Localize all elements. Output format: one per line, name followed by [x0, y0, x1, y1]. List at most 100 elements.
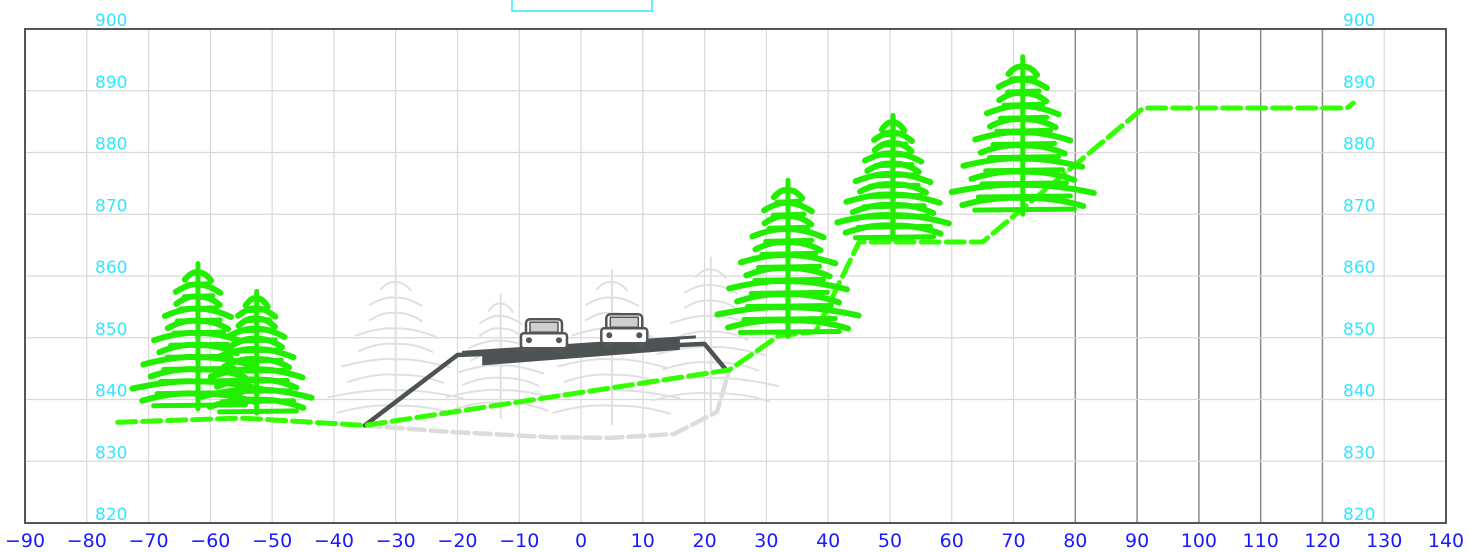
x-tick-label: 130 [1366, 530, 1402, 552]
grid [25, 29, 1446, 523]
tree-branch [557, 358, 667, 369]
tree-branch [972, 129, 1074, 144]
tree-branch [843, 191, 943, 206]
cars [519, 312, 649, 354]
tree-branch [198, 386, 315, 401]
tree-branch [972, 206, 1077, 213]
tree-branch [734, 291, 842, 306]
car-1 [600, 312, 649, 349]
tree-branch [761, 212, 815, 228]
tree-branch [752, 239, 824, 254]
tree-branch [983, 102, 1062, 118]
tree-branch [684, 299, 738, 310]
tree-branch [743, 265, 833, 280]
tree-branch [864, 160, 922, 175]
x-tick-label: 0 [575, 530, 587, 552]
y-tick-label-right: 890 [1343, 73, 1375, 93]
tree-branch [129, 378, 267, 393]
tree-branch [857, 181, 929, 196]
tree-3 [834, 112, 952, 242]
tree-branch [151, 402, 248, 409]
tree-branch [242, 295, 271, 310]
tree-branch [221, 356, 293, 371]
x-tick-label: 60 [940, 530, 964, 552]
x-tick-label: 10 [631, 530, 655, 552]
car-headlight [606, 332, 613, 339]
y-tick-label-right: 900 [1343, 11, 1375, 31]
car-headlight [525, 337, 532, 344]
tree-branch [852, 170, 934, 186]
tree-branch [737, 252, 839, 267]
car-wheel [556, 347, 564, 354]
tree-branch [995, 76, 1050, 91]
tree-branch [563, 373, 661, 384]
tree-branch [871, 129, 915, 144]
tree-branch [761, 199, 815, 215]
x-tick-label: −30 [376, 530, 416, 552]
y-tick-label-left: 890 [95, 73, 127, 93]
tree-branch [461, 376, 540, 387]
car-windshield [529, 321, 559, 333]
car-body [600, 326, 649, 345]
x-tick-label: −10 [499, 530, 539, 552]
y-tick-label-left: 830 [95, 443, 127, 463]
pavement-top-line [462, 335, 696, 354]
tree-branch [770, 186, 806, 202]
header-box [511, 0, 653, 12]
tree-branch [714, 304, 862, 319]
tree-branch [849, 201, 937, 217]
tree-branch [726, 278, 850, 293]
tree-branch [725, 317, 851, 332]
tree-branch [968, 168, 1078, 183]
x-tick-label: 110 [1243, 530, 1279, 552]
car-headlight [555, 337, 562, 344]
tree-branch [214, 376, 300, 391]
tree-2 [714, 177, 862, 340]
tree-branch [749, 226, 827, 241]
tree-branch [834, 212, 952, 227]
tree-branch [235, 315, 278, 330]
ground-behind-layer [362, 367, 732, 441]
x-tick-label: 50 [878, 530, 902, 552]
tree-branch [552, 404, 672, 415]
tree-branch [216, 345, 297, 361]
x-tick-label: 90 [1125, 530, 1149, 552]
tree-branch [181, 269, 215, 284]
tree-branch [164, 317, 232, 333]
tree-branch [852, 234, 936, 241]
tree-branch [228, 335, 285, 351]
tree-branch [173, 293, 223, 308]
tree-branch [358, 342, 434, 353]
y-tick-label-right: 880 [1343, 135, 1375, 155]
car-body [519, 331, 569, 350]
y-tick-label-left: 900 [95, 11, 127, 31]
y-tick-label-right: 870 [1343, 196, 1375, 216]
x-tick-label: 20 [693, 530, 717, 552]
tree-branch [379, 280, 412, 292]
tree-branch [960, 155, 1086, 170]
tree-branch [842, 222, 944, 237]
x-tick-label: 100 [1181, 530, 1217, 552]
x-tick-label: −40 [314, 530, 354, 552]
car-headlight [636, 332, 643, 339]
y-tick-label-left: 840 [95, 382, 127, 402]
tree-branch [959, 194, 1087, 210]
car-wheel [523, 347, 531, 354]
tree-branch [948, 181, 1097, 196]
tree-branch [226, 325, 288, 340]
pavement-slab [482, 337, 680, 366]
y-tick-label-right: 850 [1343, 320, 1375, 340]
x-tick-label: −90 [5, 530, 45, 552]
y-tick-label-left: 880 [95, 135, 127, 155]
tree-branch [479, 327, 523, 338]
tree-branch [368, 296, 423, 307]
tree-branch [235, 305, 279, 320]
tree-branch [354, 327, 437, 338]
tree-branch [217, 408, 299, 415]
tree-branch [662, 361, 760, 372]
tree-branch [161, 305, 234, 320]
x-tick-label: −50 [252, 530, 292, 552]
